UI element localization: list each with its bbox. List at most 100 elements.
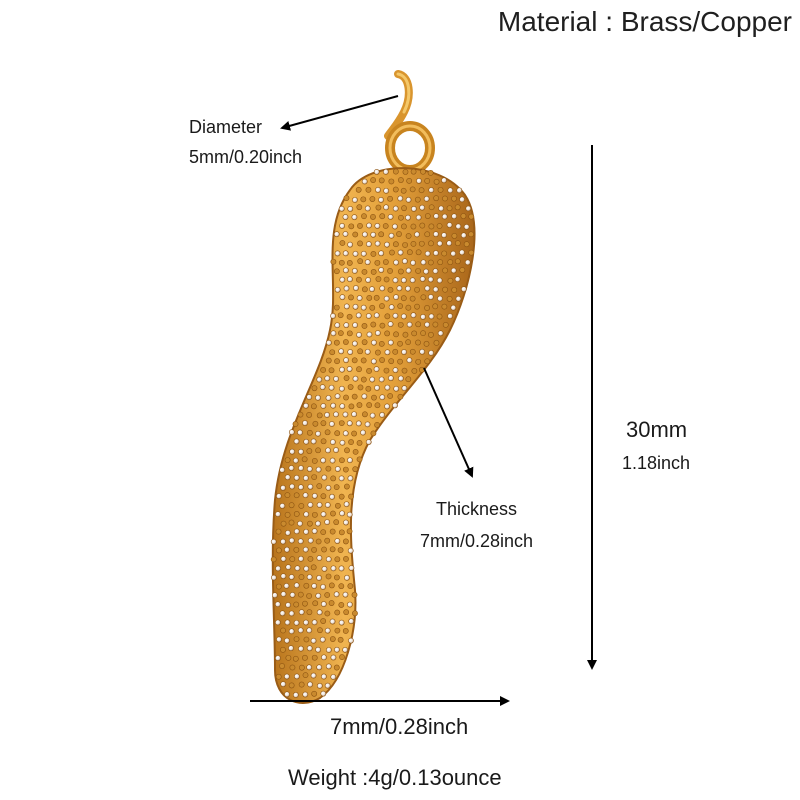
pave-stone (310, 637, 317, 644)
pave-stone (383, 295, 390, 302)
pave-stone (468, 249, 475, 256)
pave-stone (338, 259, 345, 266)
pave-stone (356, 402, 363, 408)
pave-stone (450, 250, 457, 257)
pave-stone (436, 223, 443, 229)
pave-stone (370, 231, 377, 238)
pave-stone (388, 232, 395, 239)
pave-stone (298, 502, 305, 509)
pave-stone (275, 583, 282, 590)
pave-stone (355, 186, 362, 193)
pave-stone (334, 430, 341, 437)
pave-stone (414, 231, 420, 238)
pave-stone (311, 493, 318, 499)
pave-stone (361, 268, 368, 275)
pave-stone (397, 195, 404, 202)
pave-stone (297, 627, 304, 634)
pave-stone (418, 240, 425, 247)
pave-stone (396, 285, 403, 292)
pave-stone (409, 277, 416, 284)
pave-stone (284, 673, 290, 680)
pave-stone (275, 673, 282, 680)
pave-stone (311, 654, 318, 661)
pave-stone (297, 591, 304, 598)
pave-stone (356, 439, 363, 446)
pave-stone (324, 519, 331, 526)
diameter-arrow (280, 95, 399, 131)
pave-stone (450, 267, 457, 274)
pave-stone (364, 205, 371, 212)
pave-stone (369, 304, 376, 311)
pave-stone (284, 492, 291, 499)
pave-stone (298, 448, 304, 455)
pave-stone (333, 339, 340, 346)
pave-stone (355, 312, 362, 319)
pave-stone (400, 187, 407, 194)
pave-stone (330, 565, 337, 572)
pave-stone (321, 474, 328, 481)
pave-stone (342, 466, 349, 473)
pave-stone (315, 538, 322, 545)
pave-stone (280, 646, 286, 653)
pave-stone (302, 492, 309, 499)
pave-stone (325, 556, 332, 563)
pave-stone (459, 249, 465, 256)
pave-stone (384, 241, 390, 248)
pave-stone (392, 186, 399, 193)
pave-stone (392, 348, 399, 355)
pave-stone (400, 277, 407, 284)
pave-stone (441, 213, 448, 220)
pave-stone (288, 429, 295, 436)
pave-stone (303, 619, 309, 626)
pave-stone (284, 637, 290, 644)
pave-stone (392, 402, 398, 409)
pave-stone (280, 627, 286, 634)
pave-stone (398, 214, 404, 221)
pave-stone (329, 618, 336, 625)
pave-stone (428, 204, 435, 211)
pave-stone (280, 556, 287, 562)
pave-stone (330, 330, 337, 337)
pave-stone (383, 204, 390, 211)
pave-stone (288, 537, 295, 544)
pave-stone (275, 655, 281, 661)
pave-stone (330, 313, 336, 319)
pave-stone (415, 358, 422, 365)
pave-stone (459, 267, 466, 273)
pave-stone (375, 187, 381, 193)
pave-stone (343, 357, 349, 364)
pave-stone (311, 583, 318, 589)
pave-stone (320, 457, 327, 464)
pave-stone (306, 664, 313, 671)
pave-stone (361, 393, 368, 400)
pave-stone (280, 538, 286, 545)
pave-stone (352, 303, 359, 310)
pave-stone (330, 258, 337, 265)
pave-stone (387, 393, 394, 399)
pave-stone (442, 267, 448, 274)
pave-stone (284, 530, 291, 536)
pave-stone (334, 286, 341, 293)
pave-stone (427, 276, 434, 283)
pave-stone (270, 574, 277, 581)
pave-stone (393, 294, 400, 301)
pave-stone (303, 475, 309, 482)
pave-stone (324, 375, 331, 382)
pave-stone (352, 375, 359, 382)
pave-stone (330, 475, 337, 482)
pave-stone (333, 447, 339, 453)
pave-stone (342, 430, 349, 437)
pave-stone (342, 267, 349, 274)
pave-stone (375, 276, 382, 282)
pave-stone (401, 367, 408, 374)
pave-stone (324, 592, 331, 598)
pave-stone (344, 447, 350, 454)
pave-stone (346, 366, 353, 372)
pave-stone (378, 340, 385, 347)
pave-stone (397, 303, 404, 310)
pave-stone (339, 439, 346, 446)
pave-stone (289, 556, 296, 563)
pave-stone (446, 222, 453, 228)
pave-stone (329, 528, 336, 535)
pave-stone (352, 466, 359, 473)
